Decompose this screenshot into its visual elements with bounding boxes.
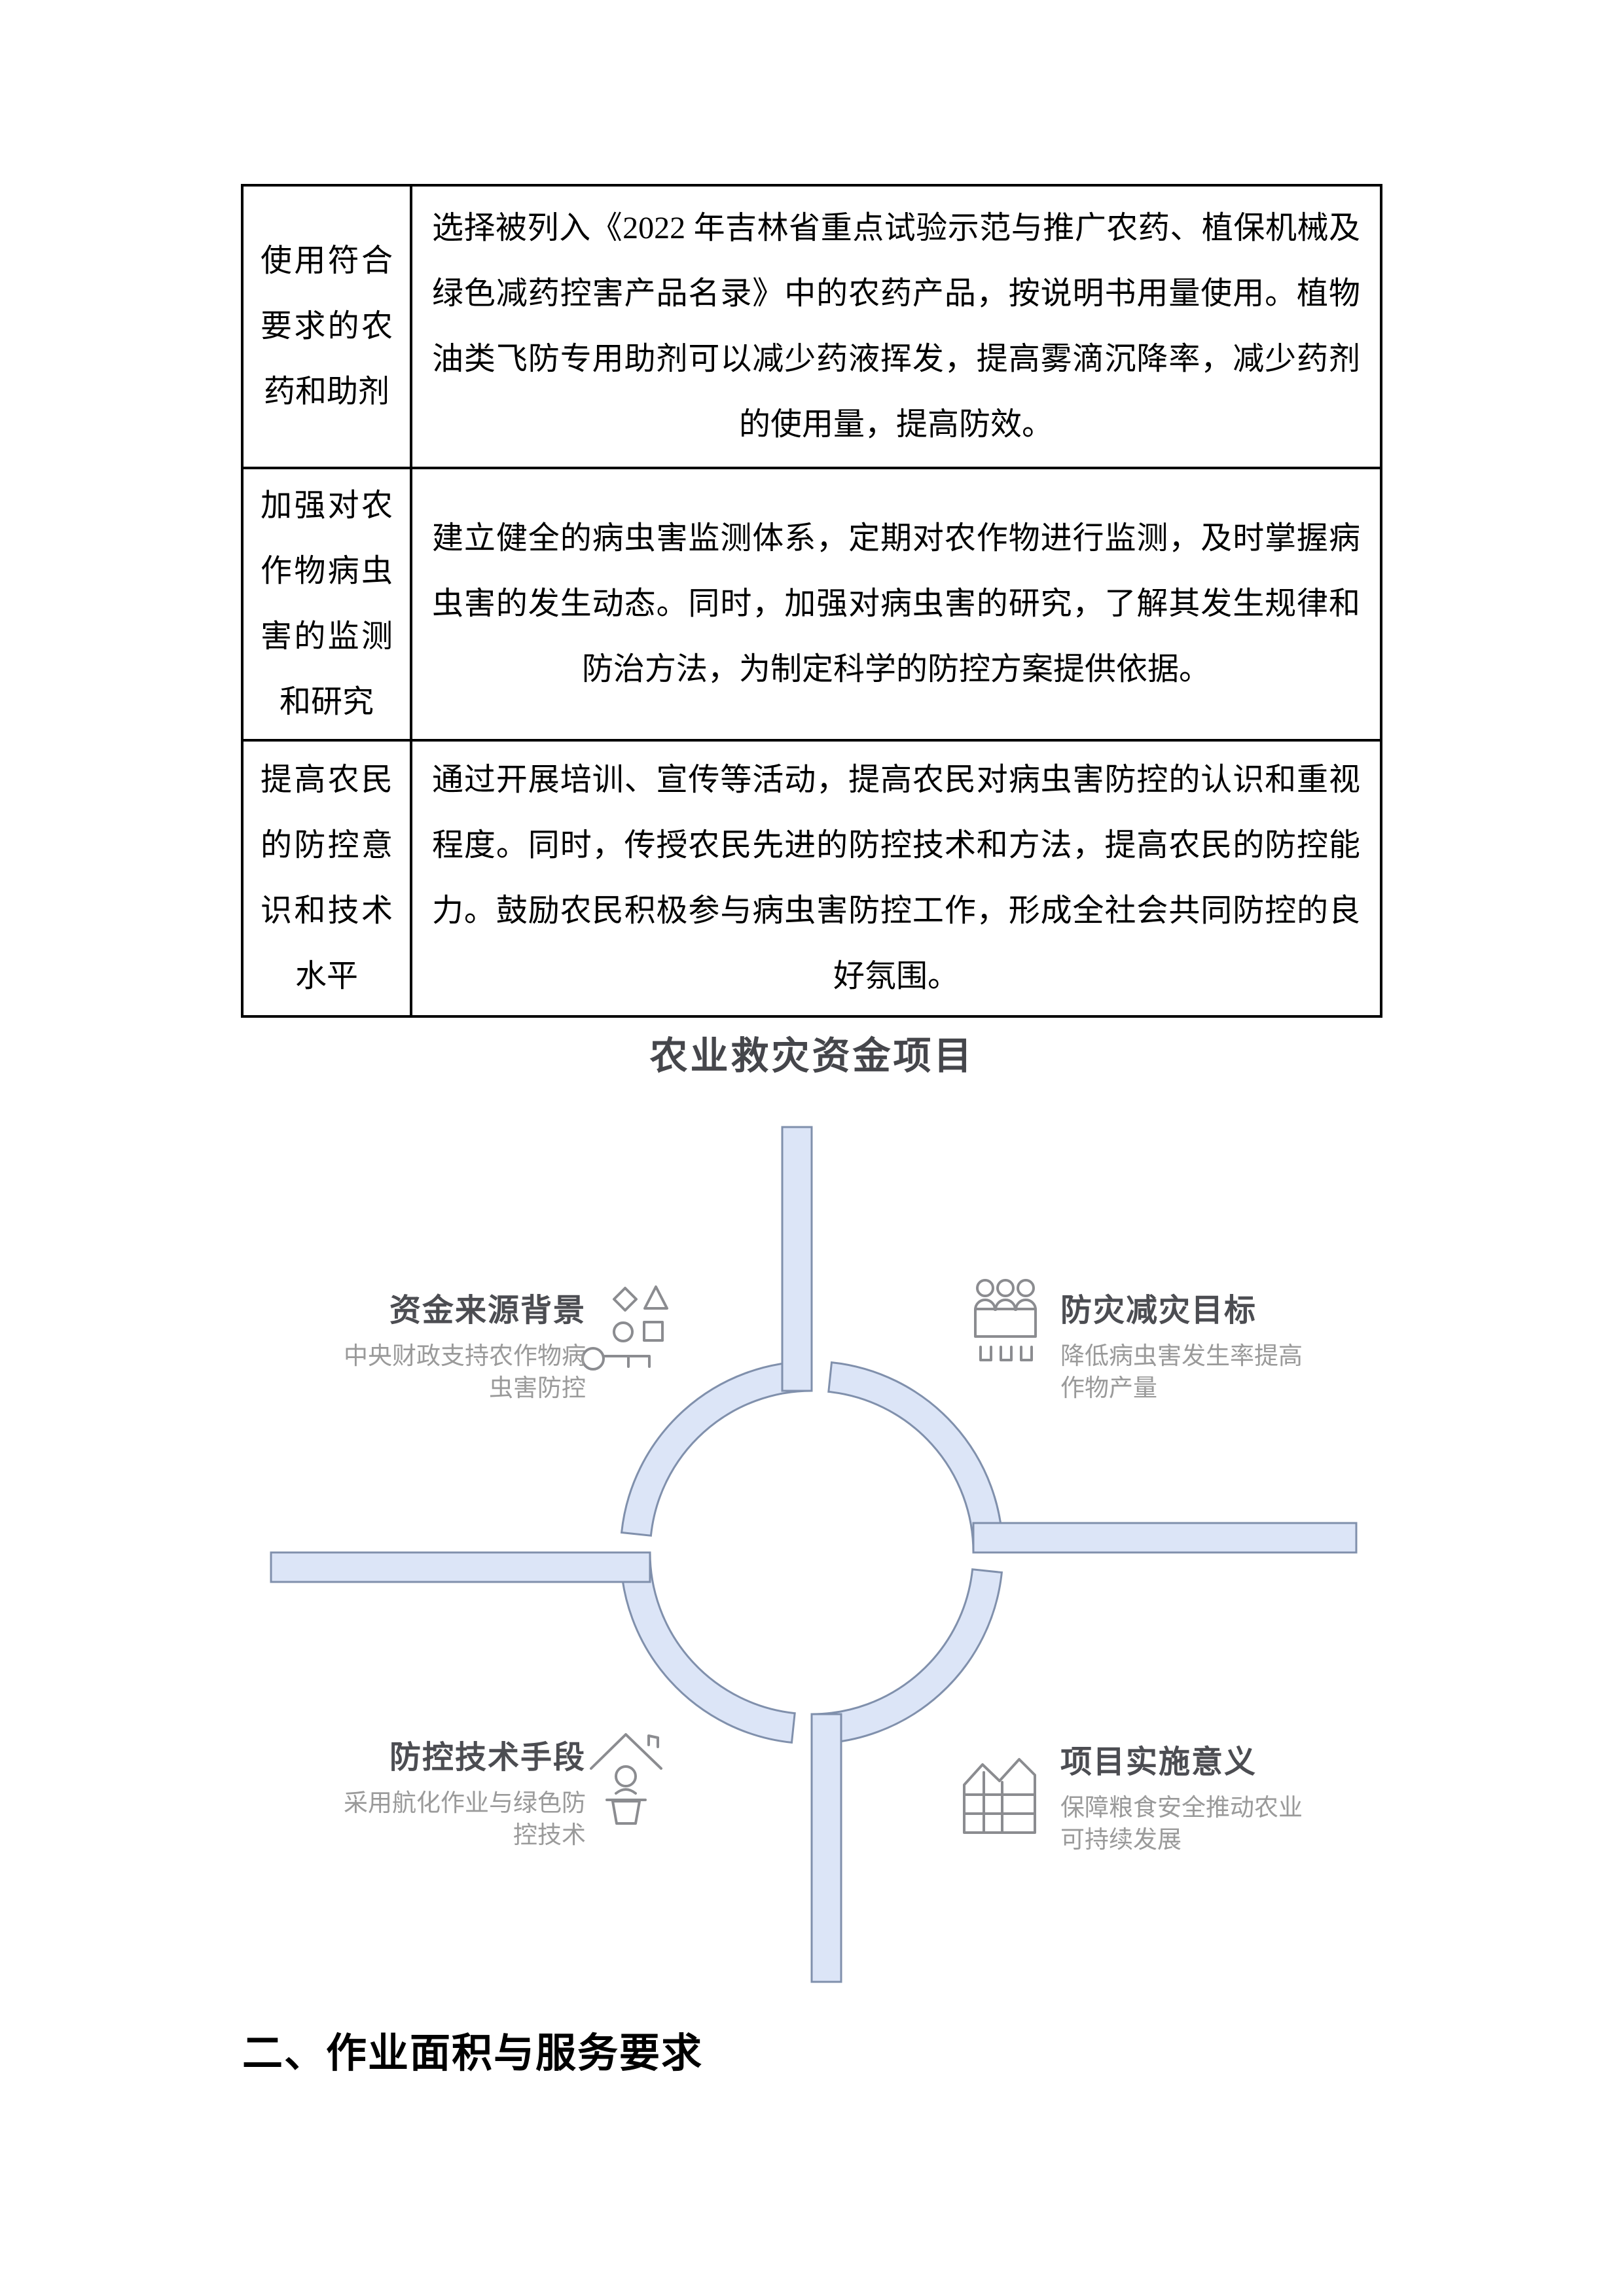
bar-top [781,1126,813,1392]
bar-left [270,1551,651,1583]
quadrant-description: 采用航化作业与绿色防控技术 [344,1790,586,1849]
row-content-text: 建立健全的病虫害监测体系，定期对农作物进行监测，及时掌握病虫害的发生动态。同时，… [432,521,1360,687]
quadrant-funding-source: 资金来源背景 中央财政支持农作物病虫害防控 [331,1284,586,1405]
row-content-text: 选择被列入《2022 年吉林省重点试验示范与推广农药、植保机械及绿色减药控害产品… [432,211,1360,442]
row-label-text: 提高农民的防控意识和技术水平 [261,762,393,994]
quadrant-description: 保障粮食安全推动农业可持续发展 [1060,1795,1303,1854]
section-heading: 二、作业面积与服务要求 [242,2032,704,2076]
quadrant-disaster-goal: 防灾减灾目标 降低病虫害发生率提高作物产量 [1060,1284,1316,1405]
table-row-content: 建立健全的病虫害监测体系，定期对农作物进行监测，及时掌握病虫害的发生动态。同时，… [412,469,1380,742]
table-row-label: 提高农民的防控意识和技术水平 [244,742,412,1015]
quadrant-heading: 项目实施意义 [1060,1745,1257,1780]
table-row-content: 通过开展培训、宣传等活动，提高农民对病虫害防控的认识和重视程度。同时，传授农民先… [412,742,1380,1015]
row-content-text: 通过开展培训、宣传等活动，提高农民对病虫害防控的认识和重视程度。同时，传授农民先… [432,762,1360,994]
house-person-icon [590,1733,662,1825]
quadrant-control-technology: 防控技术手段 采用航化作业与绿色防控技术 [331,1731,586,1852]
shapes-icon [581,1285,668,1371]
bar-bottom [810,1713,842,1983]
quadrant-description: 中央财政支持农作物病虫害防控 [344,1343,586,1402]
factory-grid-icon [963,1758,1036,1834]
people-meeting-icon [974,1279,1037,1361]
quadrant-heading: 防控技术手段 [389,1740,586,1775]
quadrant-heading: 资金来源背景 [389,1293,586,1328]
row-label-text: 使用符合要求的农药和助剂 [261,243,393,409]
diagram-title: 农业救灾资金项目 [649,1035,975,1077]
table-row-label: 加强对农作物病虫害的监测和研究 [244,469,412,742]
quadrant-heading: 防灾减灾目标 [1060,1293,1257,1328]
row-label-text: 加强对农作物病虫害的监测和研究 [261,488,393,719]
bar-right [972,1522,1358,1554]
quadrant-description: 降低病虫害发生率提高作物产量 [1060,1343,1303,1402]
table-row-content: 选择被列入《2022 年吉林省重点试验示范与推广农药、植保机械及绿色减药控害产品… [412,187,1380,469]
measures-table: 使用符合要求的农药和助剂 选择被列入《2022 年吉林省重点试验示范与推广农药、… [241,184,1382,1018]
quadrant-project-significance: 项目实施意义 保障粮食安全推动农业可持续发展 [1060,1736,1316,1856]
table-row-label: 使用符合要求的农药和助剂 [244,187,412,469]
